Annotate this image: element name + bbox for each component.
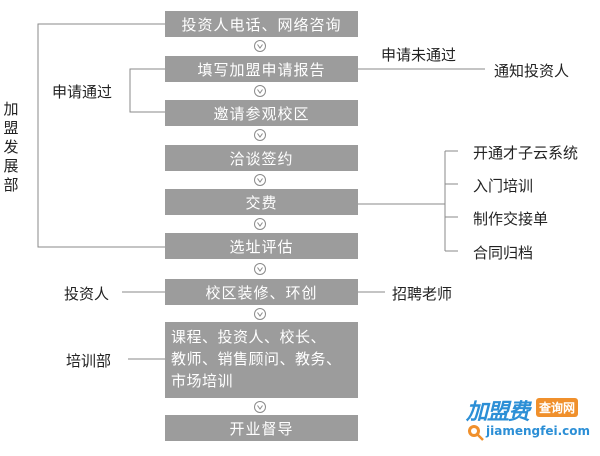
fee-branch-system: 开通才子云系统 <box>473 144 579 162</box>
watermark-brand: 加盟费 <box>466 400 530 425</box>
step-application: 填写加盟申请报告 <box>165 56 358 82</box>
rejected-label: 申请未通过 <box>381 46 457 64</box>
training-dept-label: 培训部 <box>66 352 112 370</box>
fee-branch-handover: 制作交接单 <box>473 210 549 228</box>
down-arrow-icon <box>254 174 266 186</box>
notify-investor-label: 通知投资人 <box>494 62 570 80</box>
step-negotiate-sign: 洽谈签约 <box>165 145 358 171</box>
fee-branch-contract: 合同归档 <box>473 244 534 262</box>
step-visit-campus: 邀请参观校区 <box>165 100 358 126</box>
down-arrow-icon <box>254 129 266 141</box>
step-training-line-1: 课程、投资人、校长、 <box>171 328 327 346</box>
down-arrow-icon <box>254 401 266 413</box>
recruit-teacher-label: 招聘老师 <box>392 285 453 303</box>
step-inquiry: 投资人电话、网络咨询 <box>165 11 358 37</box>
approved-label: 申请通过 <box>52 83 113 101</box>
step-payment: 交费 <box>165 189 358 215</box>
step-opening-supervision: 开业督导 <box>165 415 358 441</box>
dept-join-label: 加盟发展部 <box>3 100 19 194</box>
step-training: 课程、投资人、校长、 教师、销售顾问、教务、 市场培训 <box>165 322 358 398</box>
down-arrow-icon <box>254 40 266 52</box>
watermark-url: jiamengfei.com <box>486 424 590 438</box>
watermark-tag: 查询网 <box>536 398 579 417</box>
watermark-logo: 加盟费 查询网 jiamengfei.com <box>462 393 590 443</box>
step-training-line-2: 教师、销售顾问、教务、 <box>171 350 342 368</box>
down-arrow-icon <box>254 263 266 275</box>
down-arrow-icon <box>254 218 266 230</box>
step-decoration: 校区装修、环创 <box>165 279 358 305</box>
magnifier-icon <box>468 425 484 441</box>
step-site-evaluation: 选址评估 <box>165 233 358 259</box>
fee-branch-intro-training: 入门培训 <box>473 177 534 195</box>
investor-label: 投资人 <box>64 285 110 303</box>
step-training-line-3: 市场培训 <box>171 372 234 390</box>
down-arrow-icon <box>254 308 266 320</box>
down-arrow-icon <box>254 85 266 97</box>
